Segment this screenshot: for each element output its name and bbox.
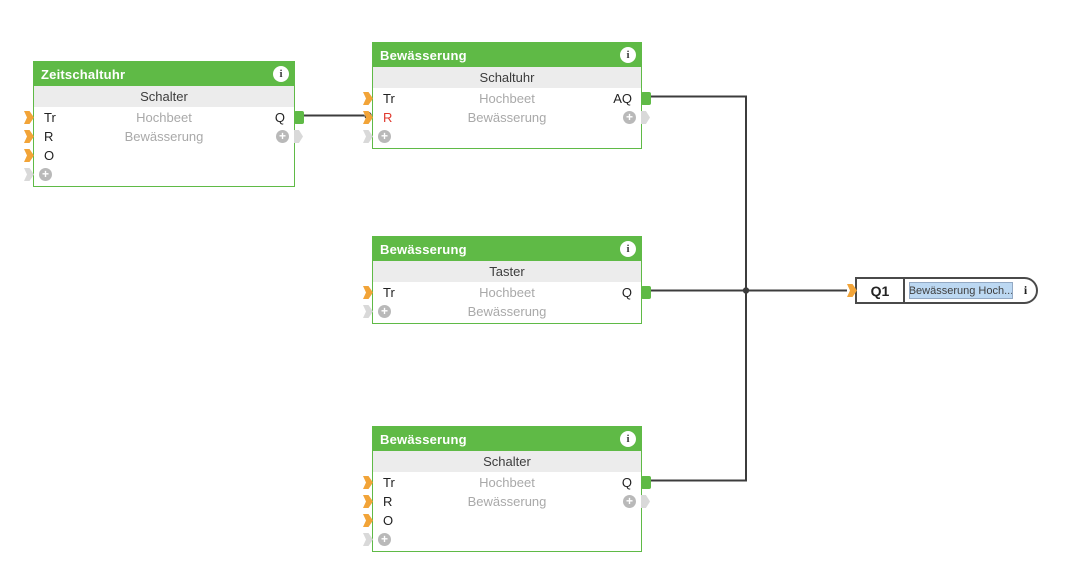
input-connector[interactable]	[24, 130, 34, 143]
block-subtitle: Taster	[373, 261, 641, 283]
output-name: Q1	[857, 279, 905, 302]
output-label: AQ	[613, 91, 632, 106]
block-row: R Bewässerung +	[363, 492, 650, 511]
block-row: Tr Hochbeet AQ	[363, 89, 651, 108]
output-block-q1[interactable]: Q1 Bewässerung Hoch... i	[847, 277, 1038, 304]
info-icon[interactable]: i	[620, 47, 636, 63]
input-label: R	[383, 110, 393, 125]
output-connector[interactable]	[294, 130, 303, 143]
input-label: Tr	[383, 475, 395, 490]
info-icon[interactable]: i	[273, 66, 289, 82]
input-connector[interactable]	[24, 168, 34, 181]
input-connector[interactable]	[363, 305, 373, 318]
output-description-tag: Bewässerung Hoch...	[909, 282, 1013, 299]
input-connector[interactable]	[363, 476, 373, 489]
row-description: Bewässerung	[467, 304, 547, 319]
add-input-button[interactable]: +	[378, 533, 391, 546]
output-label: Q	[274, 110, 285, 125]
block-title: Bewässerung	[380, 431, 467, 447]
output-connector[interactable]	[641, 495, 650, 508]
input-label: R	[44, 129, 54, 144]
add-output-button[interactable]: +	[276, 130, 289, 143]
block-row: + Bewässerung	[363, 302, 641, 321]
row-description: Bewässerung	[124, 129, 204, 144]
block-subtitle: Schalter	[34, 86, 294, 108]
input-label: Tr	[44, 110, 56, 125]
block-row: O	[24, 146, 294, 165]
add-output-button[interactable]: +	[623, 495, 636, 508]
output-connector[interactable]	[641, 286, 651, 299]
info-icon[interactable]: i	[620, 241, 636, 257]
input-connector[interactable]	[363, 286, 373, 299]
block-row: +	[363, 127, 641, 146]
block-row: R Bewässerung +	[24, 127, 303, 146]
info-icon[interactable]: i	[1023, 283, 1028, 297]
input-connector[interactable]	[363, 495, 373, 508]
input-connector[interactable]	[24, 149, 34, 162]
block-header: Bewässerung i	[373, 43, 641, 67]
block-row: O	[363, 511, 641, 530]
output-input-connector[interactable]	[847, 284, 857, 297]
block-header: Bewässerung i	[373, 237, 641, 261]
row-description: Hochbeet	[479, 91, 535, 106]
add-input-button[interactable]: +	[378, 305, 391, 318]
row-description: Bewässerung	[467, 494, 547, 509]
input-connector[interactable]	[363, 92, 373, 105]
input-connector[interactable]	[363, 130, 373, 143]
add-output-button[interactable]: +	[623, 111, 636, 124]
row-description: Hochbeet	[479, 475, 535, 490]
output-label: Q	[621, 475, 632, 490]
input-label: Tr	[383, 285, 395, 300]
block-row: Tr Hochbeet Q	[363, 283, 651, 302]
output-label: Q	[621, 285, 632, 300]
block-header: Zeitschaltuhr i	[34, 62, 294, 86]
add-input-button[interactable]: +	[39, 168, 52, 181]
row-description: Hochbeet	[479, 285, 535, 300]
block-subtitle: Schaltuhr	[373, 67, 641, 89]
block-subtitle: Schalter	[373, 451, 641, 473]
input-connector[interactable]	[363, 514, 373, 527]
input-connector[interactable]	[363, 111, 373, 124]
info-icon[interactable]: i	[620, 431, 636, 447]
input-label: O	[44, 148, 55, 163]
input-connector[interactable]	[24, 111, 34, 124]
input-label: R	[383, 494, 393, 509]
output-connector[interactable]	[641, 92, 651, 105]
block-header: Bewässerung i	[373, 427, 641, 451]
output-connector[interactable]	[294, 111, 304, 124]
block-row: Tr Hochbeet Q	[363, 473, 651, 492]
output-connector[interactable]	[641, 111, 650, 124]
row-description: Hochbeet	[136, 110, 192, 125]
block-row: +	[24, 165, 294, 184]
block-title: Zeitschaltuhr	[41, 66, 126, 82]
block-row: +	[363, 530, 641, 549]
wire-outputs-trunk[interactable]	[650, 95, 747, 482]
input-label: O	[383, 513, 394, 528]
input-connector[interactable]	[363, 533, 373, 546]
add-input-button[interactable]: +	[378, 130, 391, 143]
block-title: Bewässerung	[380, 47, 467, 63]
input-label: Tr	[383, 91, 395, 106]
row-description: Bewässerung	[467, 110, 547, 125]
block-row: R Bewässerung +	[363, 108, 650, 127]
block-title: Bewässerung	[380, 241, 467, 257]
wire-junction-dot	[742, 287, 750, 294]
output-connector[interactable]	[641, 476, 651, 489]
block-row: Tr Hochbeet Q	[24, 108, 304, 127]
